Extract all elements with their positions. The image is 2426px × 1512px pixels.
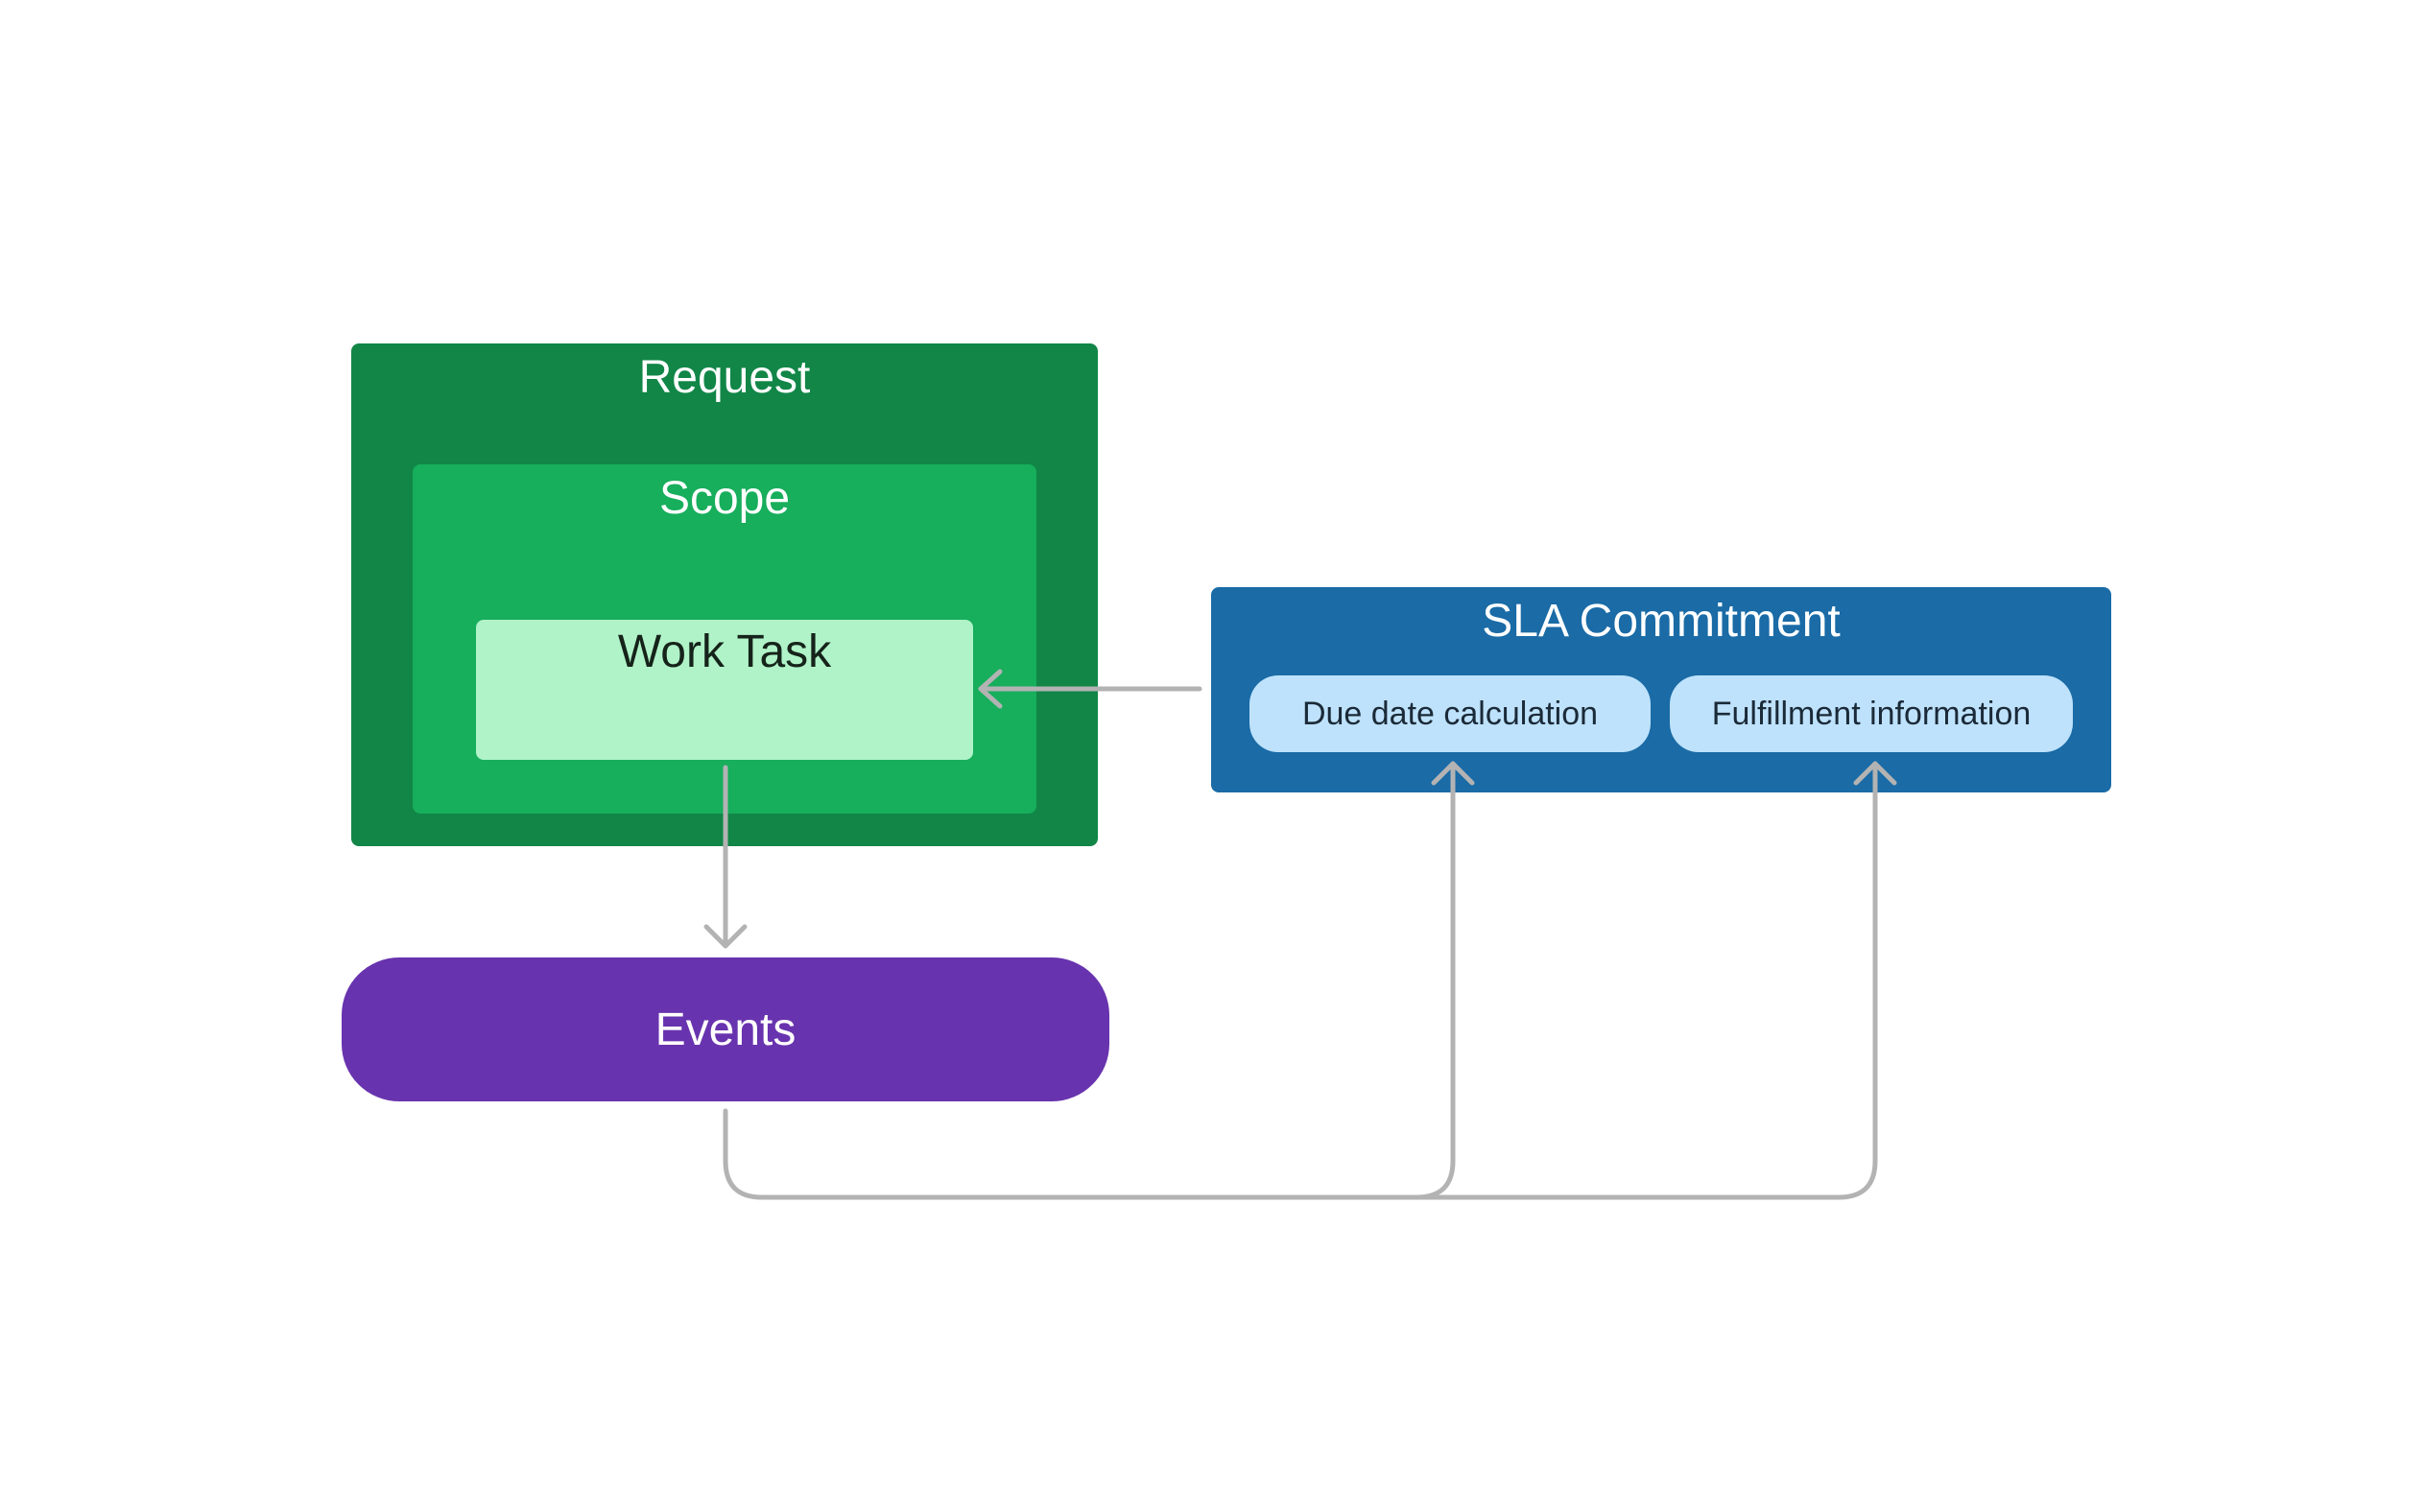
events-to-fulfillment-arrow bbox=[1414, 761, 1897, 1200]
due-date-calculation-label: Due date calculation bbox=[1301, 695, 1599, 732]
sla-commitment-label: SLA Commitment bbox=[1482, 596, 1841, 647]
events-node: Events bbox=[342, 957, 1109, 1101]
request-label: Request bbox=[638, 352, 811, 403]
fulfillment-information-node: Fulfillment information bbox=[1670, 675, 2073, 752]
work-task-node: Work Task bbox=[476, 620, 973, 760]
scope-label: Scope bbox=[658, 473, 791, 524]
work-task-label: Work Task bbox=[617, 626, 832, 677]
fulfillment-information-label: Fulfillment information bbox=[1711, 695, 2032, 732]
events-label: Events bbox=[654, 1004, 797, 1055]
due-date-calculation-node: Due date calculation bbox=[1249, 675, 1651, 752]
sla-commitment-container: SLA Commitment Due date calculation Fulf… bbox=[1211, 587, 2111, 792]
